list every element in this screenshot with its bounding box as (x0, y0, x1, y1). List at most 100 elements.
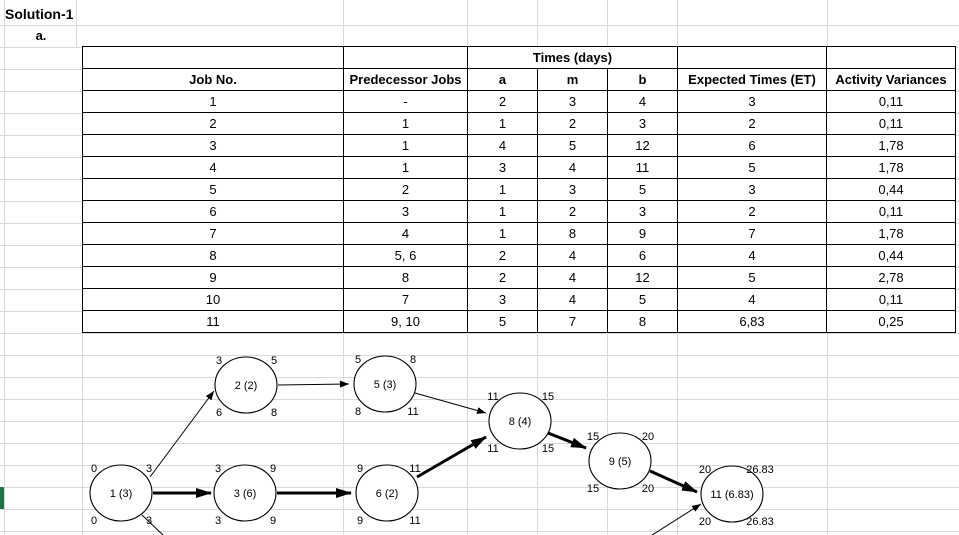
node-circle[interactable] (213, 464, 277, 522)
empty-header-cell[interactable] (82, 46, 344, 69)
node-circle[interactable] (700, 465, 764, 523)
table-cell[interactable]: 10 (82, 288, 344, 311)
col-header-expected-times[interactable]: Expected Times (ET) (677, 68, 827, 91)
table-cell[interactable]: 8 (537, 222, 608, 245)
table-cell[interactable]: 6,83 (677, 310, 827, 333)
table-cell[interactable]: 4 (677, 244, 827, 267)
table-cell[interactable]: 1 (467, 222, 538, 245)
col-header-predecessor-jobs[interactable]: Predecessor Jobs (343, 68, 468, 91)
table-cell[interactable]: 3 (537, 90, 608, 113)
sheet-title-cell[interactable]: Solution-1 (5, 6, 74, 22)
table-cell[interactable]: 4 (343, 222, 468, 245)
table-cell[interactable]: 0,11 (826, 90, 956, 113)
table-cell[interactable]: 9, 10 (343, 310, 468, 333)
table-cell[interactable]: 3 (677, 178, 827, 201)
table-cell[interactable]: 4 (537, 266, 608, 289)
table-cell[interactable]: - (343, 90, 468, 113)
table-cell[interactable]: 2 (467, 244, 538, 267)
table-cell[interactable]: 1 (343, 134, 468, 157)
table-cell[interactable]: 7 (82, 222, 344, 245)
table-cell[interactable]: 1 (467, 112, 538, 135)
table-cell[interactable]: 3 (537, 178, 608, 201)
table-cell[interactable]: 8 (82, 244, 344, 267)
table-cell[interactable]: 3 (343, 200, 468, 223)
col-header-b[interactable]: b (607, 68, 678, 91)
table-cell[interactable]: 1 (467, 200, 538, 223)
node-circle[interactable] (353, 355, 417, 413)
table-cell[interactable]: 12 (607, 266, 678, 289)
col-header-activity-variances[interactable]: Activity Variances (826, 68, 956, 91)
table-cell[interactable]: 5, 6 (343, 244, 468, 267)
empty-header-cell[interactable] (677, 46, 827, 69)
table-cell[interactable]: 4 (537, 156, 608, 179)
node-circle[interactable] (355, 464, 419, 522)
table-cell[interactable]: 4 (537, 244, 608, 267)
table-cell[interactable]: 5 (677, 156, 827, 179)
empty-header-cell[interactable] (343, 46, 468, 69)
table-cell[interactable]: 5 (537, 134, 608, 157)
col-header-job-no[interactable]: Job No. (82, 68, 344, 91)
table-cell[interactable]: 6 (607, 244, 678, 267)
table-cell[interactable]: 2 (467, 90, 538, 113)
table-cell[interactable]: 2 (677, 112, 827, 135)
table-cell[interactable]: 2 (537, 200, 608, 223)
table-cell[interactable]: 0,44 (826, 178, 956, 201)
table-cell[interactable]: 2,78 (826, 266, 956, 289)
table-cell[interactable]: 1 (343, 112, 468, 135)
table-cell[interactable]: 3 (607, 112, 678, 135)
table-cell[interactable]: 3 (607, 200, 678, 223)
table-cell[interactable]: 2 (537, 112, 608, 135)
table-cell[interactable]: 9 (82, 266, 344, 289)
table-cell[interactable]: 11 (607, 156, 678, 179)
table-cell[interactable]: 2 (677, 200, 827, 223)
table-cell[interactable]: 3 (467, 156, 538, 179)
table-cell[interactable]: 2 (82, 112, 344, 135)
table-cell[interactable]: 9 (607, 222, 678, 245)
table-cell[interactable]: 0,44 (826, 244, 956, 267)
section-label-cell[interactable]: a. (35, 28, 47, 43)
table-cell[interactable]: 8 (343, 266, 468, 289)
table-cell[interactable]: 11 (82, 310, 344, 333)
node-circle[interactable] (588, 432, 652, 490)
table-cell[interactable]: 0,11 (826, 112, 956, 135)
table-cell[interactable]: 5 (607, 178, 678, 201)
table-cell[interactable]: 4 (607, 90, 678, 113)
table-cell[interactable]: 0,25 (826, 310, 956, 333)
col-header-a[interactable]: a (467, 68, 538, 91)
table-cell[interactable]: 4 (467, 134, 538, 157)
table-cell[interactable]: 5 (467, 310, 538, 333)
table-cell[interactable]: 2 (343, 178, 468, 201)
table-cell[interactable]: 2 (467, 266, 538, 289)
table-cell[interactable]: 8 (607, 310, 678, 333)
table-cell[interactable]: 0,11 (826, 288, 956, 311)
table-cell[interactable]: 6 (677, 134, 827, 157)
table-cell[interactable]: 4 (82, 156, 344, 179)
table-cell[interactable]: 1 (82, 90, 344, 113)
col-header-m[interactable]: m (537, 68, 608, 91)
table-cell[interactable]: 7 (537, 310, 608, 333)
table-cell[interactable]: 4 (677, 288, 827, 311)
table-cell[interactable]: 1 (343, 156, 468, 179)
empty-header-cell[interactable] (826, 46, 956, 69)
table-cell[interactable]: 7 (343, 288, 468, 311)
table-cell[interactable]: 5 (607, 288, 678, 311)
table-cell[interactable]: 1,78 (826, 156, 956, 179)
table-cell[interactable]: 6 (82, 200, 344, 223)
table-cell[interactable]: 4 (537, 288, 608, 311)
node-circle[interactable] (89, 464, 153, 522)
table-cell[interactable]: 3 (677, 90, 827, 113)
table-cell[interactable]: 12 (607, 134, 678, 157)
node-circle[interactable] (214, 356, 278, 414)
table-cell[interactable]: 0,11 (826, 200, 956, 223)
table-cell[interactable]: 3 (82, 134, 344, 157)
node-circle[interactable] (488, 392, 552, 450)
table-cell[interactable]: 1 (467, 178, 538, 201)
times-group-header[interactable]: Times (days) (467, 46, 678, 69)
